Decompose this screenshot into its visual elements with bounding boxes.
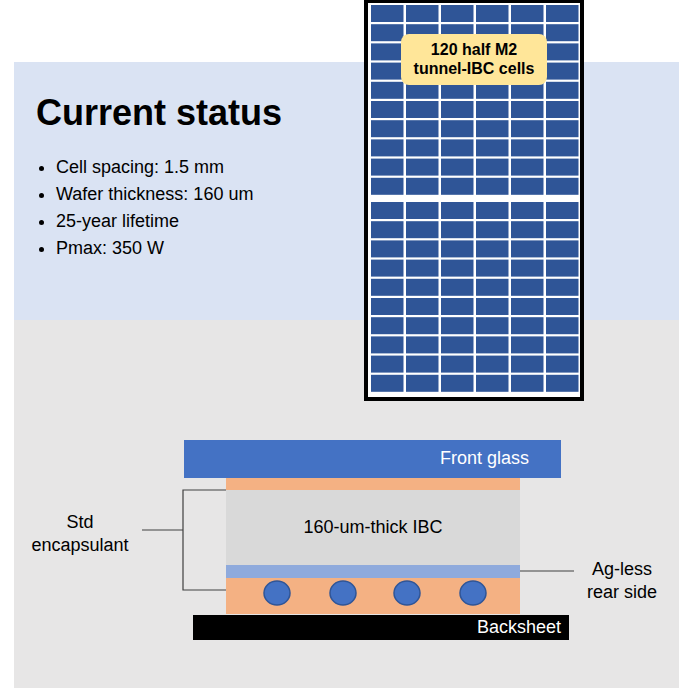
wafer-label: 160-um-thick IBC xyxy=(226,490,520,565)
label-box: 120 half M2 tunnel-IBC cells xyxy=(401,34,547,85)
bullet-text: Cell spacing: 1.5 mm xyxy=(56,154,253,181)
backsheet-label: Backsheet xyxy=(193,615,569,640)
front-glass-label: Front glass xyxy=(184,440,561,478)
solar-panel xyxy=(366,1,582,399)
node-text: 160-um-thick IBC xyxy=(303,517,442,539)
leader-line xyxy=(520,570,574,571)
node-text: 120 half M2 tunnel-IBC cells xyxy=(407,40,541,78)
heading: Current status xyxy=(36,92,282,134)
front-glass-layer xyxy=(184,440,561,478)
encapsulant xyxy=(226,478,520,614)
bullet-text: Pmax: 350 W xyxy=(56,235,253,262)
panel-cells xyxy=(371,5,579,392)
bullet-list: Cell spacing: 1.5 mmWafer thickness: 160… xyxy=(36,154,253,262)
rear-contacts xyxy=(264,581,486,605)
ibc-wafer xyxy=(226,490,520,565)
node-text: Backsheet xyxy=(477,617,561,639)
bullet-text: Wafer thickness: 160 um xyxy=(56,181,253,208)
encapsulant-bracket xyxy=(142,490,226,590)
node-text: Front glass xyxy=(440,448,529,470)
rear-side-layer xyxy=(226,565,520,578)
part-label: Ag-less rear side xyxy=(576,558,668,604)
backsheet-layer xyxy=(193,615,569,640)
part-label: Std encapsulant xyxy=(18,511,142,557)
bullet-text: 25-year lifetime xyxy=(56,208,253,235)
